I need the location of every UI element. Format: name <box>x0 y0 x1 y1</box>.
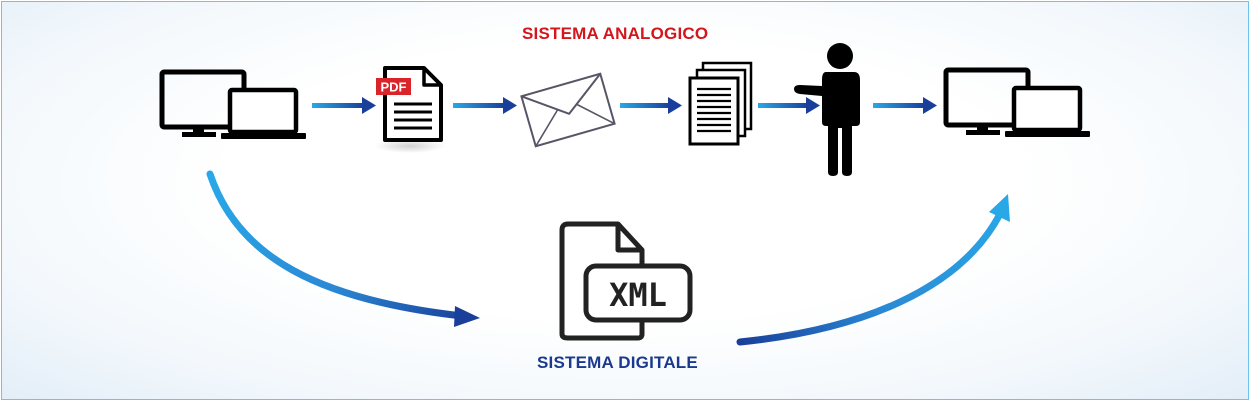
xml-badge-text: XML <box>609 276 667 314</box>
envelope-icon <box>520 72 616 148</box>
digital-arrow-to-xml <box>206 170 480 327</box>
arrow-documents-to-person <box>758 97 820 114</box>
source-computer-icon <box>159 69 306 139</box>
arrow-person-to-computer <box>873 97 937 114</box>
person-icon <box>794 43 860 176</box>
pdf-document-icon: PDF <box>374 66 446 153</box>
xml-file-icon: XML <box>559 221 693 341</box>
pdf-badge <box>376 78 411 95</box>
analog-arrows <box>312 97 937 114</box>
document-stack-icon <box>688 61 753 146</box>
digital-system-label: SISTEMA DIGITALE <box>537 353 698 372</box>
analog-system-label: SISTEMA ANALOGICO <box>522 24 709 43</box>
digital-arrow-to-computer <box>736 194 1010 346</box>
pdf-badge-text: PDF <box>381 80 407 95</box>
arrow-pdf-to-envelope <box>453 97 517 114</box>
destination-computer-icon <box>943 67 1090 137</box>
arrow-envelope-to-documents <box>620 97 682 114</box>
arrow-computer-to-pdf <box>312 97 376 114</box>
